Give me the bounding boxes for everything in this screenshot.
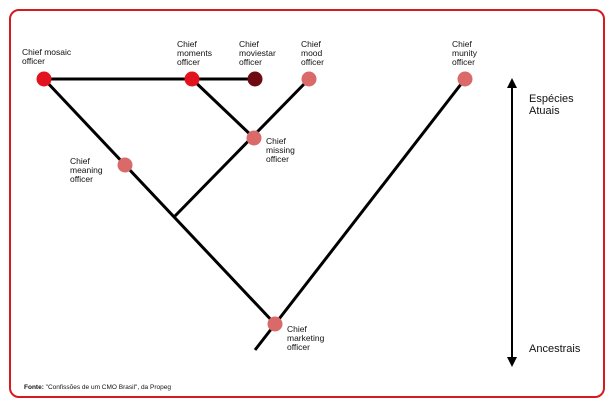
node-mosaic (36, 71, 52, 87)
label-mosaic: Chief mosaic officer (22, 47, 72, 66)
time-axis-arrow-up (507, 78, 517, 88)
time-axis-arrow-down (507, 357, 517, 367)
node-moviestar (247, 71, 263, 87)
label-marketing: Chief marketing officer (287, 324, 325, 352)
axis-label-top: Espécies Atuais (529, 93, 574, 117)
label-moments: Chief moments officer (177, 39, 212, 67)
node-mood (301, 71, 317, 87)
branch-mood-junction (173, 77, 311, 218)
node-moments (184, 71, 200, 87)
source-prefix: Fonte: (24, 384, 44, 391)
node-meaning (117, 157, 133, 173)
node-marketing (267, 316, 283, 332)
label-mood: Chief mood officer (301, 39, 324, 67)
branch-mosaic-marketing (42, 77, 277, 326)
diagram-frame (9, 9, 605, 398)
label-missing: Chief missing officer (266, 136, 295, 164)
label-meaning: Chief meaning officer (70, 156, 103, 184)
source-note: Fonte: "Confissões de um CMO Brasil", da… (24, 384, 171, 391)
axis-label-bottom: Ancestrais (529, 343, 581, 355)
node-munity (457, 71, 473, 87)
label-munity: Chief munity officer (452, 39, 478, 67)
label-moviestar: Chief moviestar officer (239, 39, 276, 67)
branch-munity-root (253, 78, 467, 351)
branch-moments-missing (190, 77, 256, 140)
node-missing (246, 130, 262, 146)
source-text: "Confissões de um CMO Brasil", da Propeg (43, 384, 171, 391)
